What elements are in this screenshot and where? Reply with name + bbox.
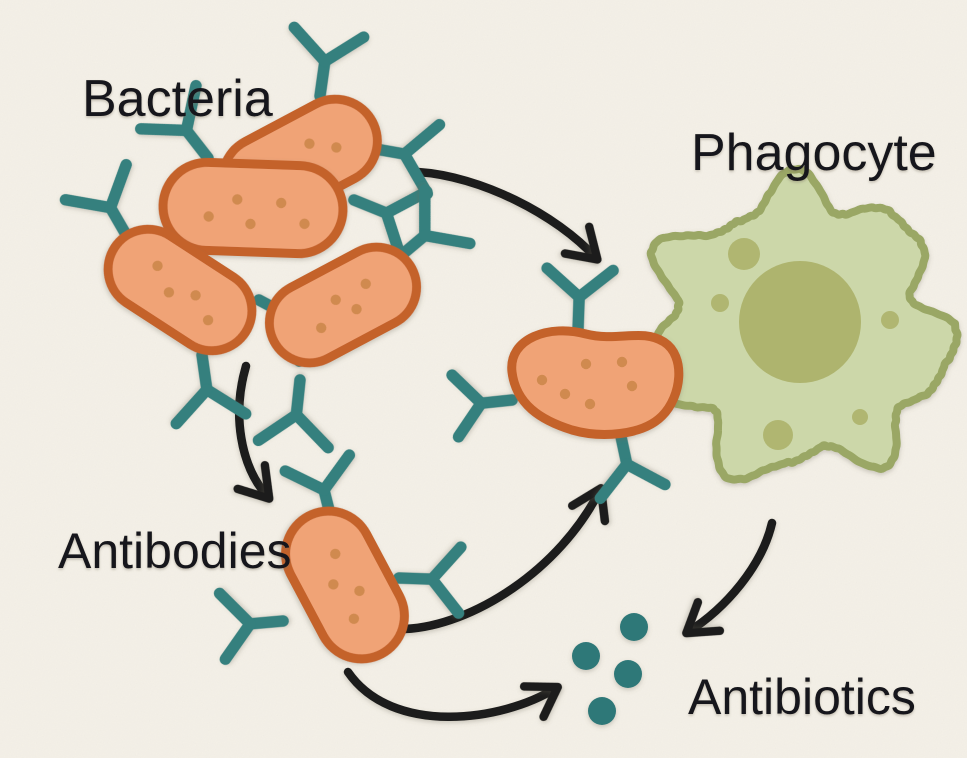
- bacterium-left: [103, 224, 257, 356]
- arrow-phagocyte-to-antibiotics: [683, 518, 777, 637]
- bacteria-granule: [354, 585, 365, 597]
- antibody-icon: [252, 374, 334, 454]
- bacteria-granule: [245, 218, 256, 230]
- phagocyte-vacuole-3: [881, 311, 899, 329]
- antibody-icon: [446, 369, 518, 443]
- bacteria-granule: [203, 211, 214, 222]
- phagocyte-vacuole-5: [852, 409, 868, 425]
- phagocyte-organelles: [711, 238, 899, 450]
- antibody-icon: [135, 79, 214, 164]
- arrow-opsonized-to-phagocyte: [400, 485, 605, 634]
- bacteria-granule: [232, 194, 243, 205]
- phagocyte-layer: [646, 164, 962, 484]
- label-phagocyte: Phagocyte: [691, 124, 937, 182]
- bacteria-granule: [190, 290, 201, 301]
- bacteria-granule: [275, 197, 287, 209]
- bacterium-antibodies: [281, 506, 409, 664]
- bacteria-granule: [163, 287, 175, 298]
- bacteria-granule: [360, 278, 371, 290]
- arrow-layer: [233, 167, 777, 722]
- bacteria-granule: [316, 322, 327, 334]
- phagocyte-vacuole-1: [728, 238, 760, 270]
- bacteria-granule: [330, 294, 341, 306]
- bacteria-granule: [580, 358, 592, 370]
- antibody-icon: [393, 541, 467, 619]
- antibiotic-1: [620, 613, 648, 641]
- bacteria-layer: [103, 94, 684, 664]
- bacterium-engulfed: [507, 326, 684, 439]
- bacteria-granule: [328, 579, 339, 590]
- bacteria-granule: [584, 398, 596, 410]
- antibiotic-2: [572, 642, 600, 670]
- antibody-icon: [288, 21, 370, 102]
- bacteria-granule: [351, 303, 362, 315]
- bacterium-center: [158, 157, 348, 259]
- bacteria-granule: [331, 142, 342, 153]
- arrowhead: [682, 597, 725, 638]
- antibiotic-4: [588, 697, 616, 725]
- antibody-icon: [541, 262, 619, 336]
- antibiotic-3: [614, 660, 642, 688]
- label-bacteria: Bacteria: [82, 70, 273, 128]
- bacteria-granule: [152, 260, 163, 272]
- label-antibodies: Antibodies: [58, 523, 292, 579]
- bacteria-granule: [330, 548, 341, 560]
- antibody-icon: [170, 349, 252, 430]
- label-antibiotics: Antibiotics: [688, 669, 916, 725]
- bacteria-granule: [626, 380, 638, 392]
- bacteria-granule: [559, 388, 571, 400]
- bacteria-granule: [616, 356, 628, 368]
- phagocyte-vacuole-2: [711, 294, 729, 312]
- arrowhead: [233, 460, 274, 503]
- bacteria-granule: [202, 314, 214, 326]
- arrowhead: [560, 222, 602, 264]
- arrow-bacteria-to-antibodies: [235, 361, 273, 502]
- antibiotics-layer: [572, 613, 648, 725]
- bacterium-right: [264, 242, 422, 368]
- antibody-icon: [213, 587, 289, 665]
- arrow-bacteria-to-phagocyte: [413, 167, 601, 263]
- phagocyte-vacuole-4: [763, 420, 793, 450]
- arrowhead: [519, 682, 562, 722]
- bacteria-granule: [348, 613, 360, 624]
- bacteria-granule: [304, 138, 315, 149]
- arrow-antibodies-to-antibiotics: [343, 667, 561, 721]
- bacteria-granule: [299, 218, 310, 230]
- bacteria-granule: [536, 374, 548, 386]
